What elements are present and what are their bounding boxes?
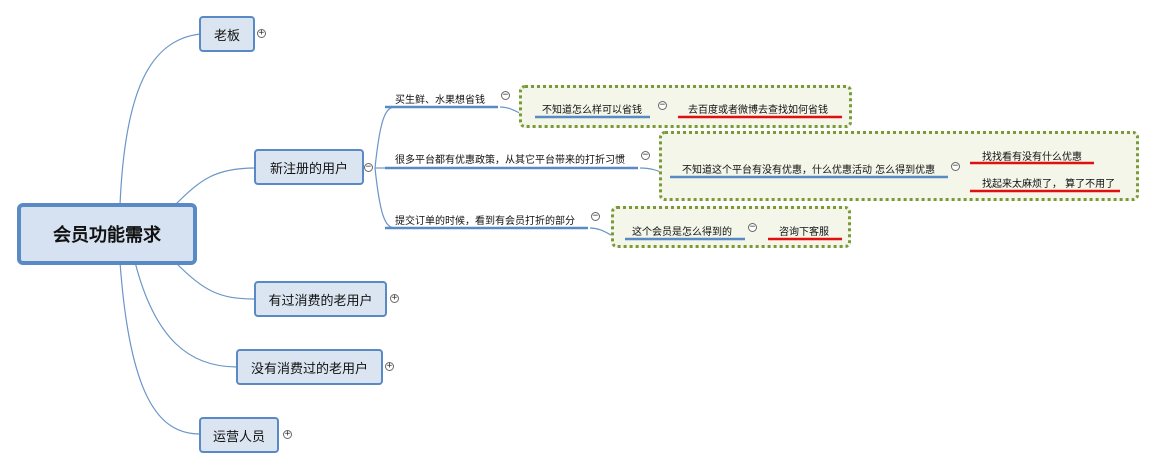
expand-old-user-paid-icon[interactable]: +: [390, 293, 399, 303]
sub-branch-label-1[interactable]: 买生鲜、水果想省钱: [395, 95, 485, 106]
leaf-label-3[interactable]: 咨询下客服: [779, 227, 829, 238]
branch-operator[interactable]: 运营人员: [199, 417, 279, 453]
root-node[interactable]: 会员功能需求: [17, 203, 197, 265]
collapse-sub2-icon[interactable]: −: [641, 150, 650, 160]
connector-root-paid: [174, 261, 256, 300]
collapse-child3-icon[interactable]: −: [748, 222, 757, 232]
branch-old-user-paid[interactable]: 有过消费的老用户: [254, 281, 387, 317]
child-label-2[interactable]: 不知道这个平台有没有优惠，什么优惠活动 怎么得到优惠: [682, 165, 936, 176]
child-label-1[interactable]: 不知道怎么样可以省钱: [542, 105, 642, 116]
collapse-child1-icon[interactable]: −: [658, 100, 667, 110]
leaf-label-1[interactable]: 去百度或者微博去查找如何省钱: [688, 105, 828, 116]
collapse-child2-icon[interactable]: −: [951, 161, 960, 171]
collapse-new-user-icon[interactable]: −: [364, 162, 373, 172]
branch-old-user-unpaid[interactable]: 没有消费过的老用户: [236, 349, 383, 385]
expand-operator-icon[interactable]: +: [283, 429, 292, 439]
expand-boss-icon[interactable]: +: [257, 28, 266, 38]
connector-root-unpaid: [134, 261, 238, 368]
collapse-sub3-icon[interactable]: −: [591, 211, 600, 221]
branch-new-user[interactable]: 新注册的用户: [254, 149, 364, 185]
group-box-3: [611, 206, 851, 248]
branch-boss[interactable]: 老板: [199, 16, 255, 52]
child-label-3[interactable]: 这个会员是怎么得到的: [632, 227, 732, 238]
collapse-sub1-icon[interactable]: −: [501, 90, 510, 100]
sub-branch-label-2[interactable]: 很多平台都有优惠政策，从其它平台带来的打折习惯: [395, 155, 625, 166]
leaf-label-2a[interactable]: 找找看有没有什么优惠: [982, 152, 1082, 163]
expand-old-user-unpaid-icon[interactable]: +: [385, 361, 394, 371]
group-box-1: [519, 85, 852, 128]
group-box-2: [659, 131, 1139, 201]
connector-root-boss: [119, 33, 201, 206]
connector-root-operator: [119, 261, 201, 435]
connector-root-newuser: [174, 167, 256, 206]
sub-branch-label-3[interactable]: 提交订单的时候，看到有会员打折的部分: [395, 216, 575, 227]
leaf-label-2b[interactable]: 找起来太麻烦了， 算了不用了: [982, 179, 1116, 190]
